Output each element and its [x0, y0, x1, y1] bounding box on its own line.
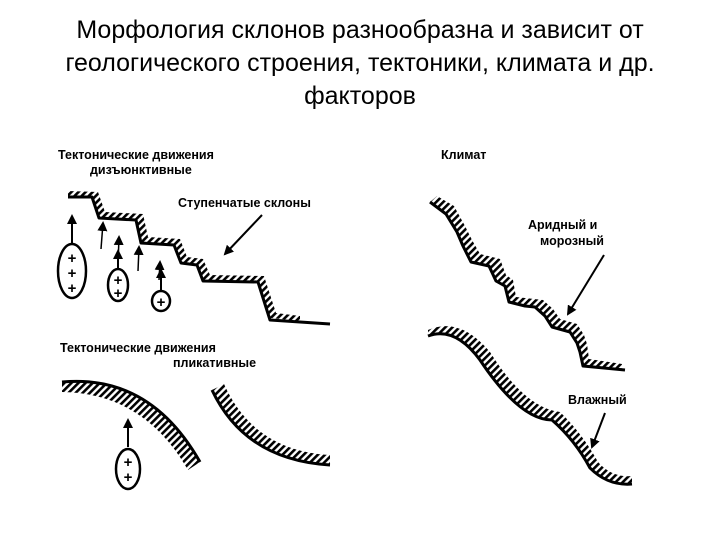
stepped-slope-hatch	[68, 191, 300, 321]
plus-sign: +	[124, 454, 133, 471]
stepped-slopes-pointer	[223, 214, 263, 256]
arid-label-line-2: морозный	[540, 234, 604, 248]
climate-panel: Климат Аридный и морозный Влажный	[427, 148, 633, 486]
plus-sign: +	[68, 280, 77, 297]
title-line-2: геологического строения, тектоники, клим…	[65, 49, 655, 77]
arid-label-line-1: Аридный и	[528, 218, 597, 232]
concave-slope-line	[210, 389, 331, 467]
uplift-arrow-1	[97, 221, 108, 250]
arid-slope-hatch	[430, 196, 622, 371]
humid-slope-hatch	[428, 326, 632, 485]
plus-sign: +	[124, 469, 133, 486]
uplift-block-medium: + +	[106, 249, 130, 303]
uplift-block-small: +	[150, 268, 172, 313]
humid-pointer	[590, 412, 606, 449]
slide-title: Морфология склонов разнообразна и зависи…	[20, 14, 700, 113]
plus-sign: +	[114, 272, 123, 289]
plicative-panel: Тектонические движения пликативные + +	[60, 341, 331, 491]
uplift-block-large: + + +	[56, 214, 88, 300]
humid-slope-line	[427, 332, 633, 486]
plus-sign: +	[68, 265, 77, 282]
plus-sign: +	[157, 294, 166, 311]
disjunctive-panel: Тектонические движения дизъюнктивные + +…	[56, 148, 331, 326]
uplift-arrow-3	[133, 245, 144, 272]
plicative-heading-line-2: пликативные	[173, 356, 256, 370]
concave-slope-hatch	[212, 384, 330, 465]
title-line-1: Морфология склонов разнообразна и зависи…	[76, 16, 644, 44]
disjunctive-heading-line-1: Тектонические движения	[58, 148, 214, 162]
uplift-block-plicative: + +	[114, 418, 142, 491]
humid-label: Влажный	[568, 393, 627, 407]
plus-sign: +	[114, 285, 123, 302]
arid-slope-line	[429, 200, 626, 372]
climate-heading: Климат	[441, 148, 486, 162]
title-line-3: факторов	[304, 82, 416, 110]
convex-slope-line	[61, 379, 202, 463]
plicative-heading-line-1: Тектонические движения	[60, 341, 216, 355]
plus-sign: +	[68, 250, 77, 267]
disjunctive-heading-line-2: дизъюнктивные	[90, 163, 192, 177]
arid-pointer	[566, 254, 605, 316]
stepped-slope-line	[68, 195, 331, 326]
stepped-slopes-callout: Ступенчатые склоны	[178, 196, 311, 210]
uplift-arrow-4	[154, 260, 165, 281]
